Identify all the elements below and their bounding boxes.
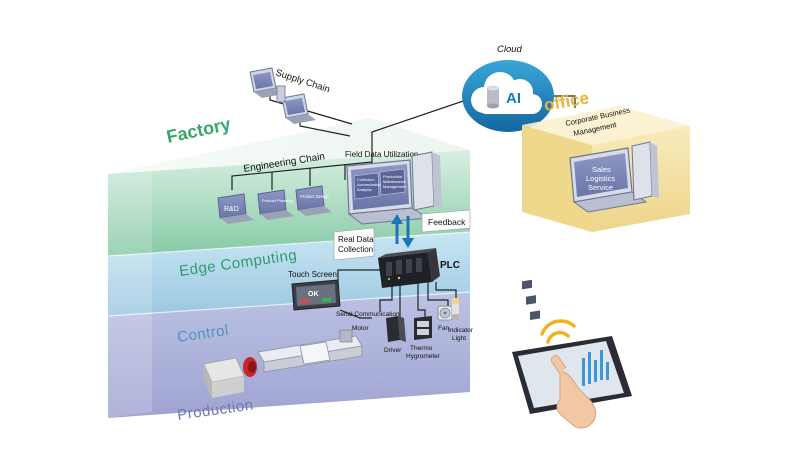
upload-arrow-icon (391, 214, 403, 224)
engineering-laptops: R&D Product Planning Product Design (217, 185, 332, 224)
field-monitor-left-1: Collection (357, 177, 375, 182)
field-monitor-left-2: Accumulation (357, 182, 381, 187)
feedback-label: Feedback (428, 217, 466, 227)
field-monitor-right-2: Maintenance (383, 179, 407, 184)
touch-screen-label: Touch Screen (288, 270, 337, 279)
indicator-light-device (452, 298, 459, 320)
office-screen-line1: Sales (592, 165, 611, 174)
real-data-line2: Collection (338, 245, 373, 254)
cloud-label: Cloud (497, 44, 523, 55)
field-monitor-left-3: Analysis (357, 187, 372, 192)
field-data-label: Field Data Utilization (345, 150, 418, 159)
control-layer-band (108, 232, 470, 316)
field-monitor-right-1: Production (383, 174, 402, 179)
fan-label: Fan (438, 325, 450, 332)
office-screen-line2: Logistics (586, 174, 615, 183)
supply-chain-laptops (249, 67, 316, 124)
real-data-collection-box: Real Data Collection (333, 227, 375, 261)
product-planning-laptop: Product Planning (257, 189, 294, 220)
download-arrow-icon (402, 238, 414, 248)
tablet-device (512, 279, 632, 414)
data-flow-arrows (391, 214, 414, 248)
production-machinery (203, 329, 363, 398)
product-planning-label: Product Planning (262, 198, 292, 203)
fan-device (437, 305, 453, 321)
factory-side-face (108, 168, 152, 418)
driver-label: Driver (384, 347, 402, 354)
product-design-label: Product Design (300, 194, 329, 199)
product-design-laptop: Product Design (295, 185, 332, 216)
real-data-line1: Real Data (338, 235, 374, 244)
rnd-label: R&D (224, 206, 239, 213)
ai-label: AI (506, 90, 521, 107)
office-computer (569, 141, 659, 213)
thermo-line1: Thermo (410, 345, 433, 352)
rnd-laptop: R&D (217, 193, 254, 224)
plc-device (378, 248, 440, 288)
hand-icon (551, 355, 597, 429)
field-monitor-right-3: Management (383, 184, 407, 189)
serial-comm-label: Serial Communication (336, 311, 400, 318)
indicator-line2: Light (452, 335, 466, 342)
plc-label: PLC (440, 260, 460, 271)
indicator-line1: Indicator (448, 327, 474, 334)
touch-screen-device: OK (291, 279, 341, 311)
thermo-hygrometer-device (414, 316, 432, 340)
feedback-box: Feedback (421, 209, 471, 233)
thermo-line2: Hygrometer (406, 353, 441, 360)
field-data-monitor: Collection Accumulation Analysis Product… (346, 151, 442, 225)
motor-label: Motor (352, 325, 369, 332)
driver-device (386, 316, 406, 342)
office-screen-line3: Service (588, 183, 613, 192)
cloud-icon (462, 60, 554, 132)
factory-title: Factory (165, 114, 233, 147)
touch-ok-label: OK (308, 291, 319, 298)
